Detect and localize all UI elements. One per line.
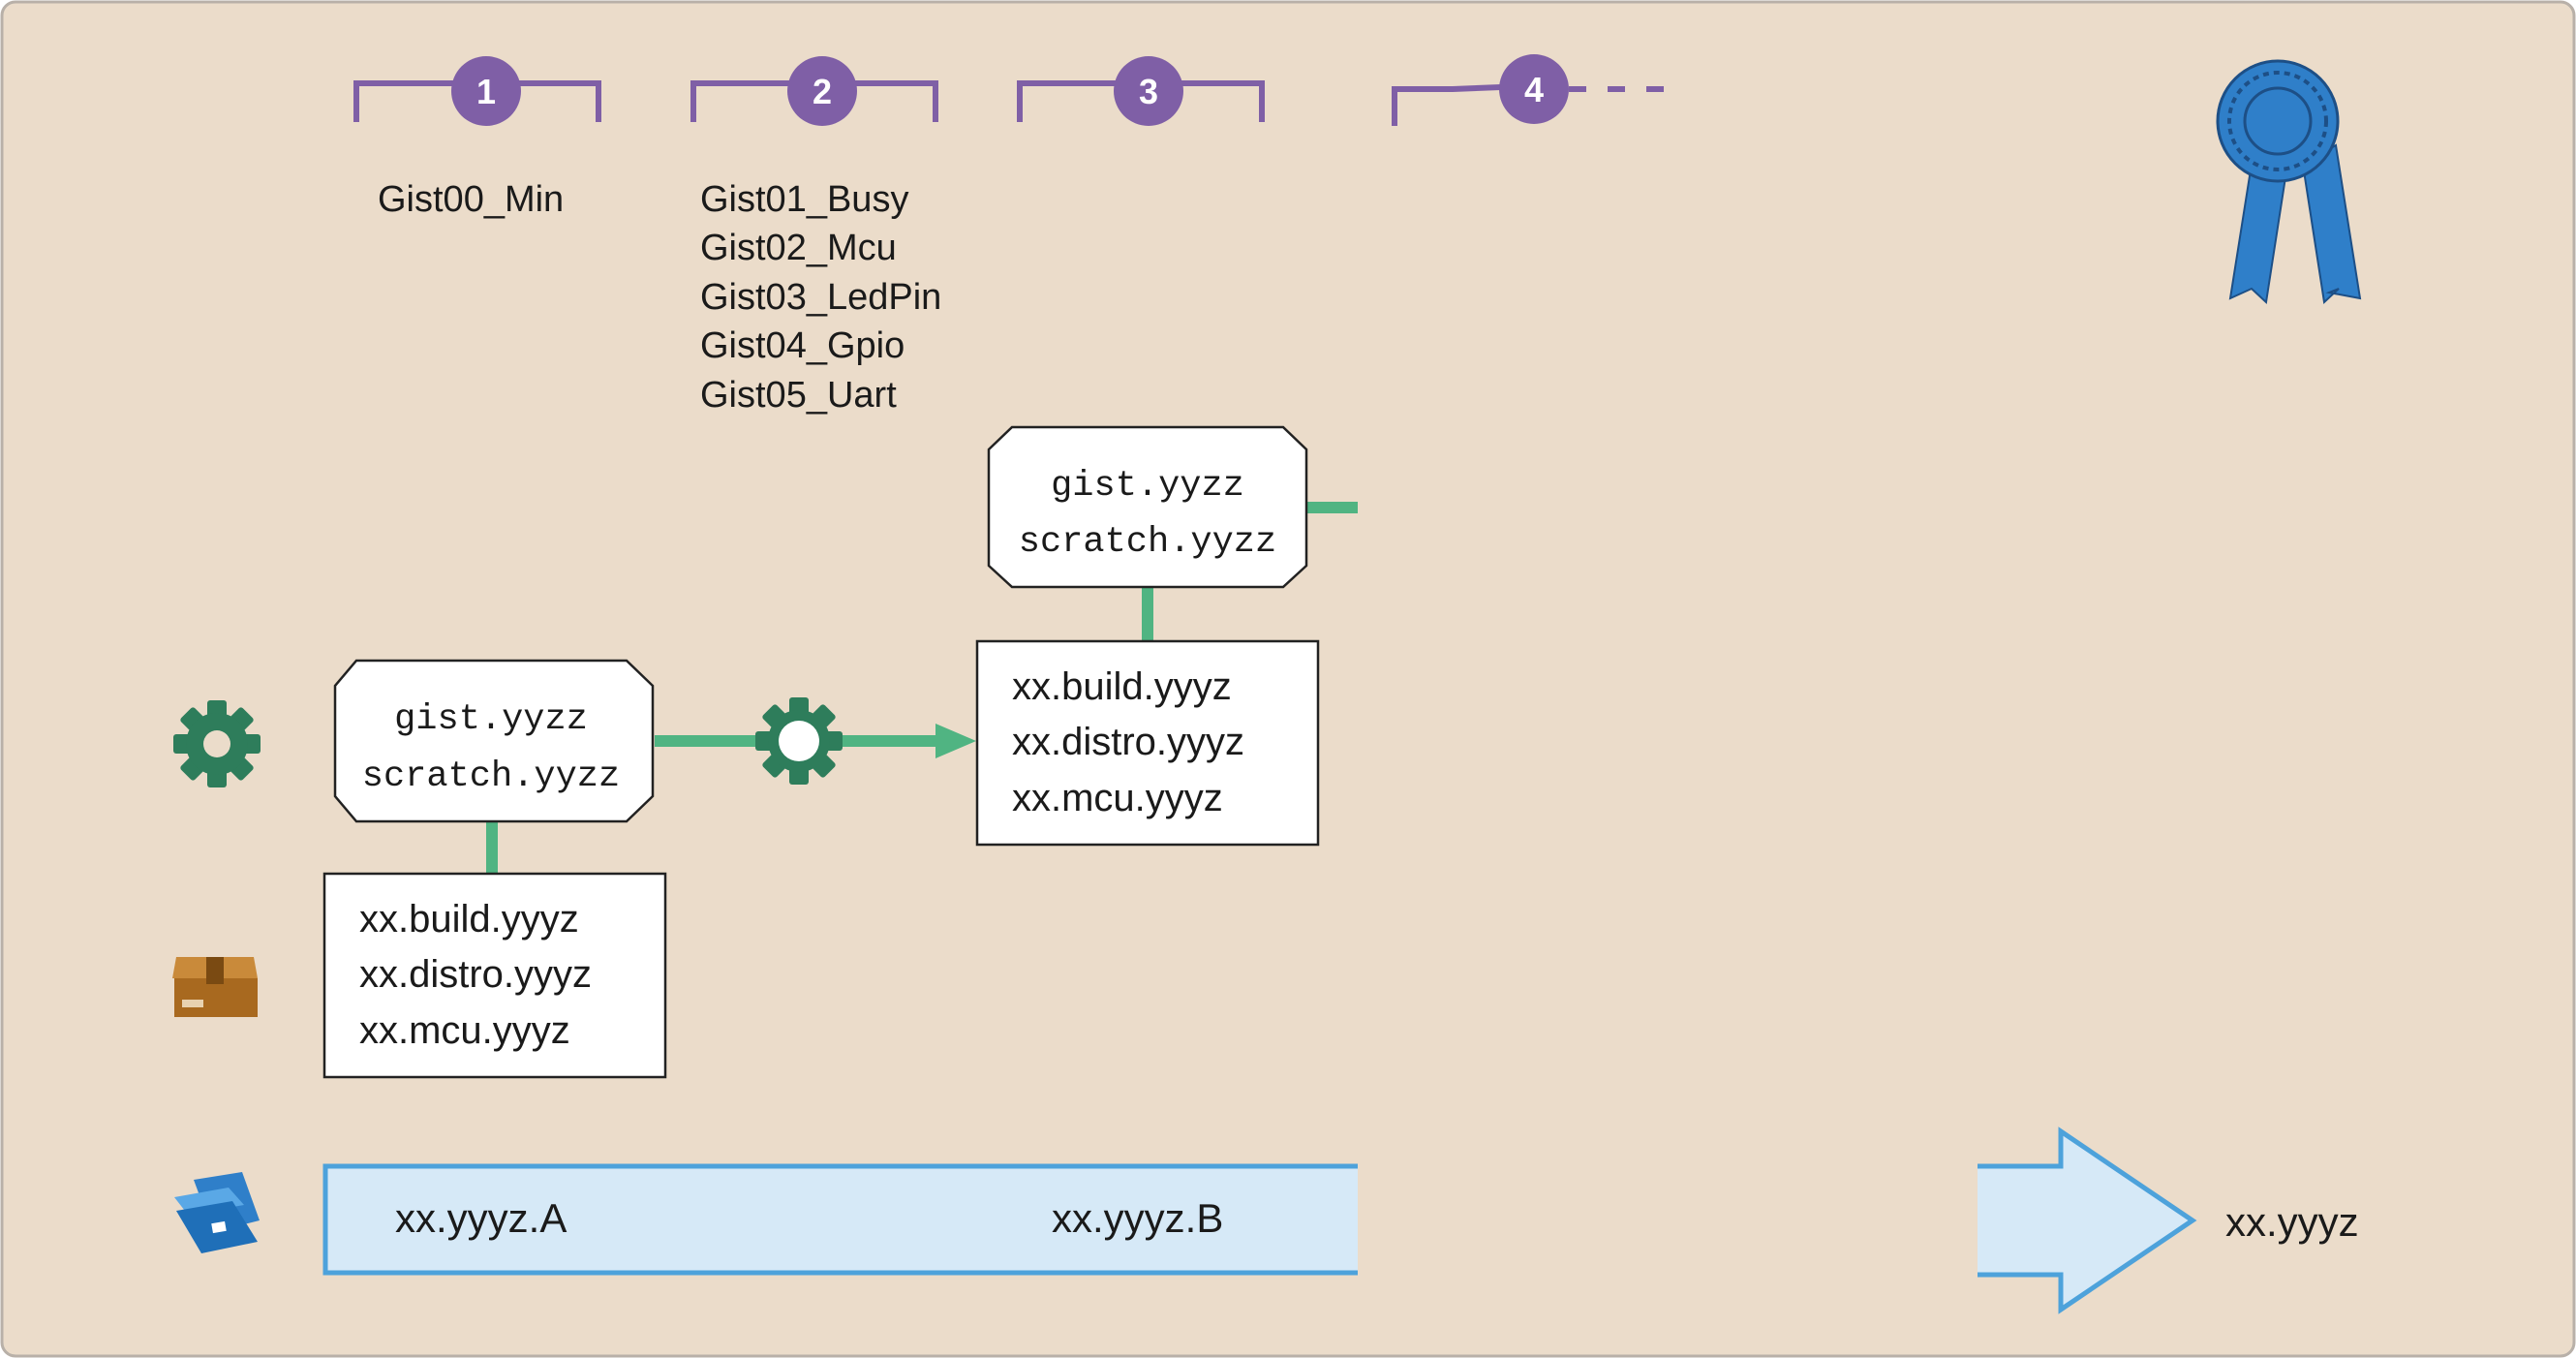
gist-name: Gist04_Gpio: [700, 325, 905, 366]
final-release-label: xx.yyyz: [2225, 1199, 2359, 1245]
milestone-4-number: 4: [1524, 70, 1544, 109]
gist-box-1: gist.yyzz scratch.yyzz: [333, 659, 655, 823]
gist-box-2-line2: scratch.yyzz: [1019, 522, 1276, 563]
milestone-2: 2: [690, 56, 938, 126]
gist-list-milestone-2: Gist01_Busy Gist02_Mcu Gist03_LedPin Gis…: [700, 179, 941, 416]
milestone-3: 3: [1017, 56, 1265, 126]
toolbox-icon: [174, 1172, 260, 1253]
milestone-2-number: 2: [813, 72, 832, 111]
release-label-b: xx.yyyz.B: [1052, 1195, 1223, 1241]
milestone-4: 4: [1392, 54, 1675, 126]
box-icon: [172, 957, 258, 1017]
gear-icon: [755, 697, 843, 785]
ribbon-icon: [2216, 59, 2362, 305]
milestone-3-marker: [1114, 56, 1183, 126]
package-box-1-line: xx.mcu.yyyz: [359, 1009, 570, 1052]
package-box-1-line: xx.build.yyyz: [359, 898, 579, 941]
milestone-3-number: 3: [1139, 72, 1158, 111]
gear-icon: [173, 700, 261, 787]
gist-name: Gist02_Mcu: [700, 228, 897, 268]
gist-box-1-line2: scratch.yyzz: [362, 756, 620, 797]
package-box-2-line: xx.build.yyyz: [1012, 665, 1232, 708]
gist-box-2: gist.yyzz scratch.yyzz: [987, 425, 1308, 589]
gist-box-2-line1: gist.yyzz: [1051, 466, 1244, 507]
package-box-2-line: xx.mcu.yyyz: [1012, 777, 1223, 819]
release-bar: xx.yyyz.A xx.yyyz.B: [322, 1163, 1358, 1276]
milestone-1: 1: [353, 56, 601, 126]
release-label-a: xx.yyyz.A: [395, 1195, 567, 1241]
milestone-4-marker: [1499, 54, 1569, 124]
gist-name: Gist01_Busy: [700, 179, 908, 220]
gist-name: Gist05_Uart: [700, 375, 897, 416]
package-box-2: xx.build.yyyz xx.distro.yyyz xx.mcu.yyyz: [975, 639, 1320, 847]
arrowhead-to-package2: [935, 724, 976, 758]
package-box-1: xx.build.yyyz xx.distro.yyyz xx.mcu.yyyz: [322, 872, 667, 1079]
milestone-2-marker: [787, 56, 857, 126]
gist-name: Gist03_LedPin: [700, 277, 941, 318]
gist-box-1-line1: gist.yyzz: [394, 699, 588, 740]
package-box-1-line: xx.distro.yyyz: [359, 953, 592, 996]
milestone-1-number: 1: [476, 72, 496, 111]
final-release-arrow: [1978, 1127, 2197, 1314]
package-box-2-line: xx.distro.yyyz: [1012, 721, 1244, 763]
gist-name-milestone-1: Gist00_Min: [378, 179, 564, 220]
milestone-1-marker: [451, 56, 521, 126]
